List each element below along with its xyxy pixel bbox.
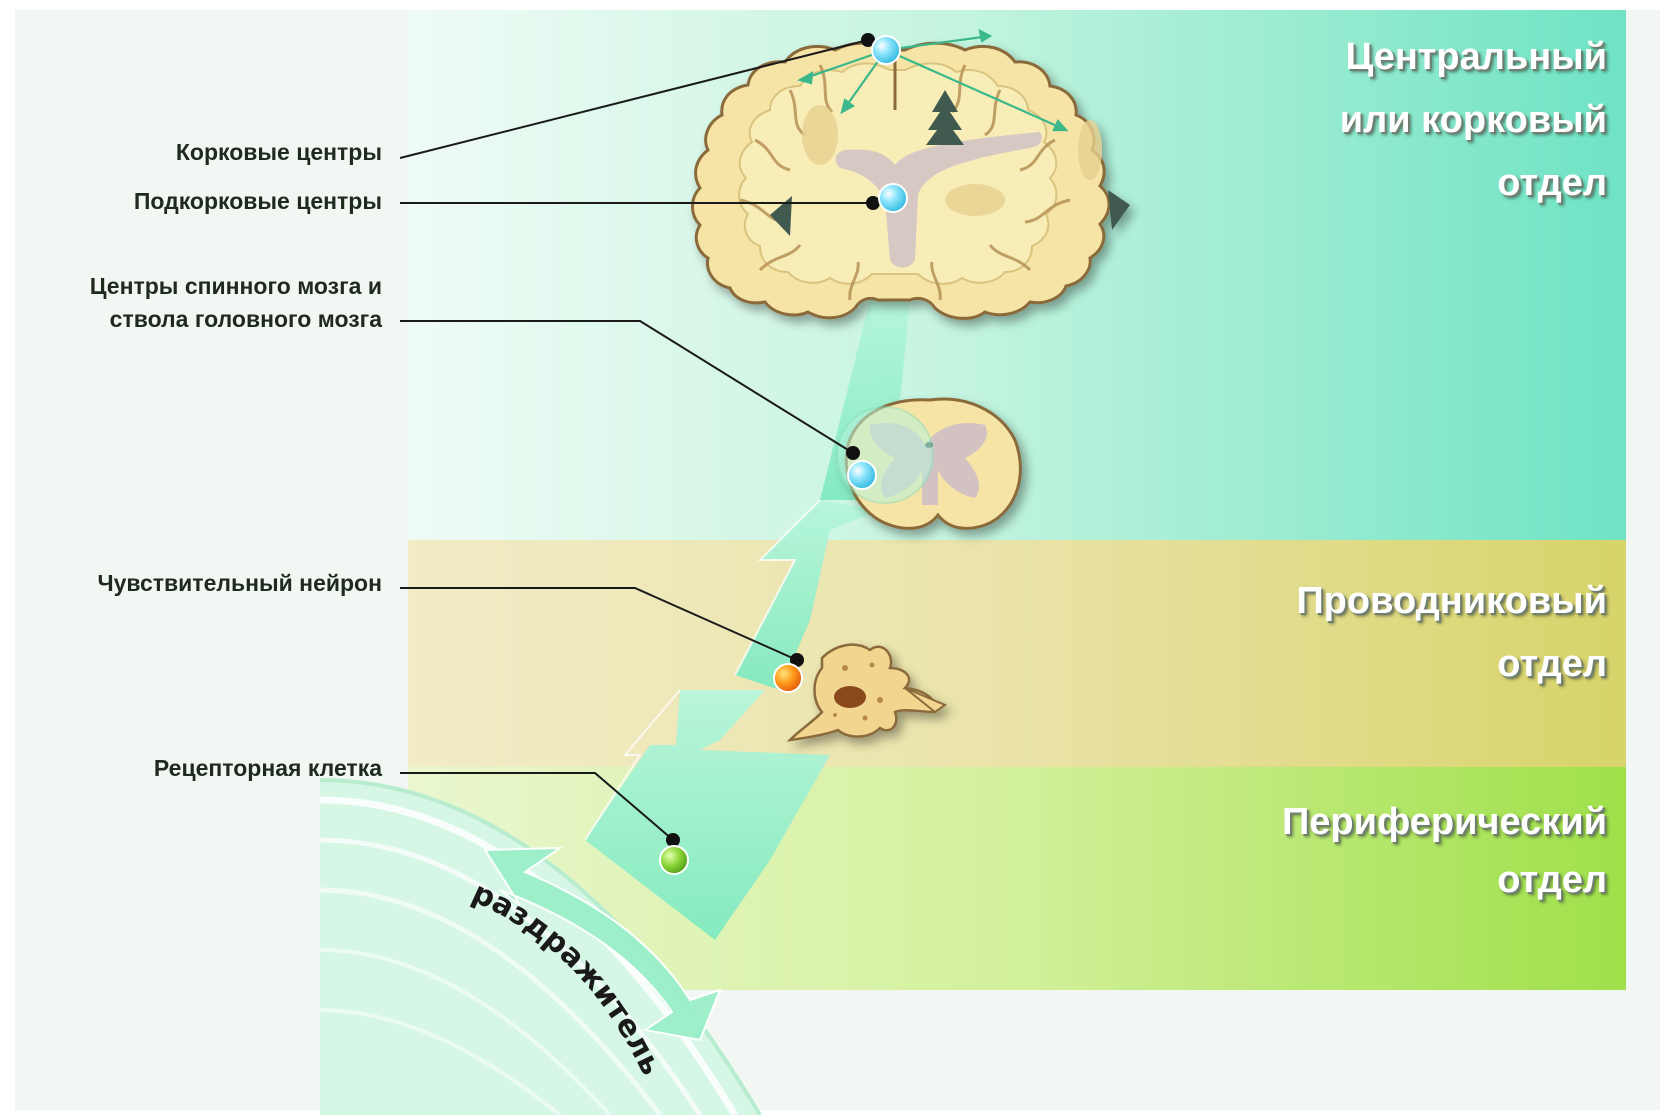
zone-title-peripheral: Периферический отдел	[1282, 793, 1607, 909]
subcortical-center-dot	[879, 184, 907, 212]
sensory-neuron-dot	[774, 664, 802, 692]
spinal-center-dot	[848, 461, 876, 489]
label-subcortical-centers: Подкорковые центры	[134, 185, 382, 218]
receptor-cell-dot	[660, 846, 688, 874]
zone-title-conductive: Проводниковый отдел	[1296, 570, 1607, 696]
label-spinal-centers-line1: Центры спинного мозга и	[90, 270, 382, 303]
cortical-center-dot	[872, 36, 900, 64]
label-cortical-centers: Корковые центры	[176, 136, 382, 169]
zone-title-central: Центральный или корковый отдел	[1340, 26, 1607, 215]
label-receptor-cell: Рецепторная клетка	[154, 752, 382, 785]
label-sensory-neuron: Чувствительный нейрон	[97, 567, 382, 600]
label-spinal-centers-line2: ствола головного мозга	[110, 303, 382, 336]
